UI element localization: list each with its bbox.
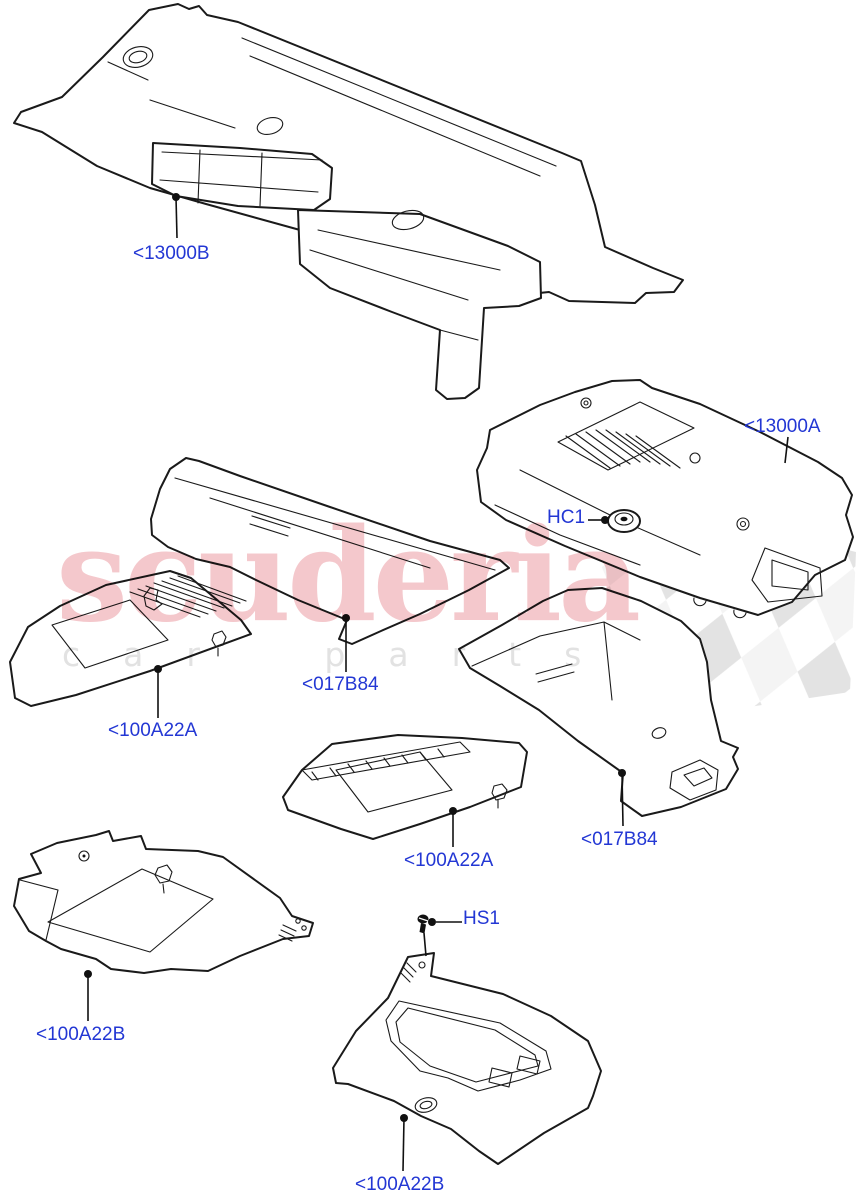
callout-100a22b-left-label[interactable]: <100A22B xyxy=(36,1024,126,1045)
callout-017b84-upper-label[interactable]: <017B84 xyxy=(302,674,379,695)
part-100a22b-left-drawing xyxy=(13,830,314,974)
callout-leaders xyxy=(84,193,789,1172)
callout-100a22b-center-label[interactable]: <100A22B xyxy=(355,1174,445,1195)
callout-13000b-label[interactable]: <13000B xyxy=(133,243,210,264)
hc1-grommet-drawing xyxy=(607,509,641,533)
hs1-screw-drawing xyxy=(417,914,429,957)
part-100a22a-left-drawing xyxy=(9,570,252,707)
part-100a22a-center-drawing xyxy=(282,734,528,840)
part-017b84-lower-drawing xyxy=(458,587,739,817)
callout-100a22a-center-label[interactable]: <100A22A xyxy=(404,850,494,871)
callout-100a22a-left-label[interactable]: <100A22A xyxy=(108,720,198,741)
callout-13000a-label[interactable]: <13000A xyxy=(744,416,821,437)
callout-017b84-lower-label[interactable]: <017B84 xyxy=(581,829,658,850)
callout-hc1-label[interactable]: HC1 xyxy=(547,507,586,528)
part-13000a-drawing xyxy=(476,379,854,619)
callout-hs1-label[interactable]: HS1 xyxy=(463,908,500,929)
part-100a22b-center-drawing xyxy=(332,952,602,1165)
part-017b84-upper-drawing xyxy=(150,457,510,645)
part-13000b-drawing xyxy=(13,3,684,400)
